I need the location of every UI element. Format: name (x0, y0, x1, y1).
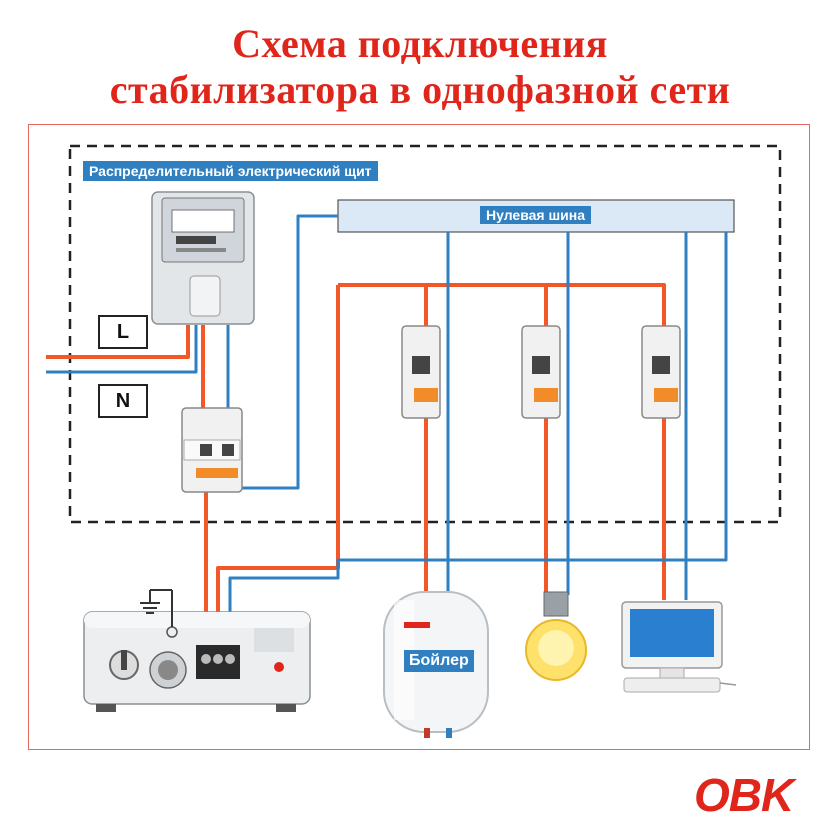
load-breaker-3 (641, 325, 681, 419)
neutral-tag: N (98, 384, 148, 418)
computer (621, 601, 737, 693)
boiler-label: Бойлер (404, 650, 474, 672)
voltage-stabilizer (83, 611, 311, 712)
energy-meter (151, 191, 255, 325)
diagram-title-line1: Схема подключения (232, 21, 608, 66)
main-breaker (181, 407, 243, 493)
diagram-title-line2: стабилизатора в однофазной сети (109, 67, 731, 112)
load-breaker-2 (521, 325, 561, 419)
neutral-bus-label: Нулевая шина (480, 206, 591, 224)
ground-icon (140, 589, 173, 627)
line-tag: L (98, 315, 148, 349)
light-bulb (525, 591, 587, 681)
load-breaker-1 (401, 325, 441, 419)
distribution-panel-label: Распределительный электрический щит (83, 161, 378, 181)
neutral-wires (46, 214, 728, 655)
obk-logo: OBK (694, 769, 794, 821)
diagram-frame (28, 124, 810, 750)
